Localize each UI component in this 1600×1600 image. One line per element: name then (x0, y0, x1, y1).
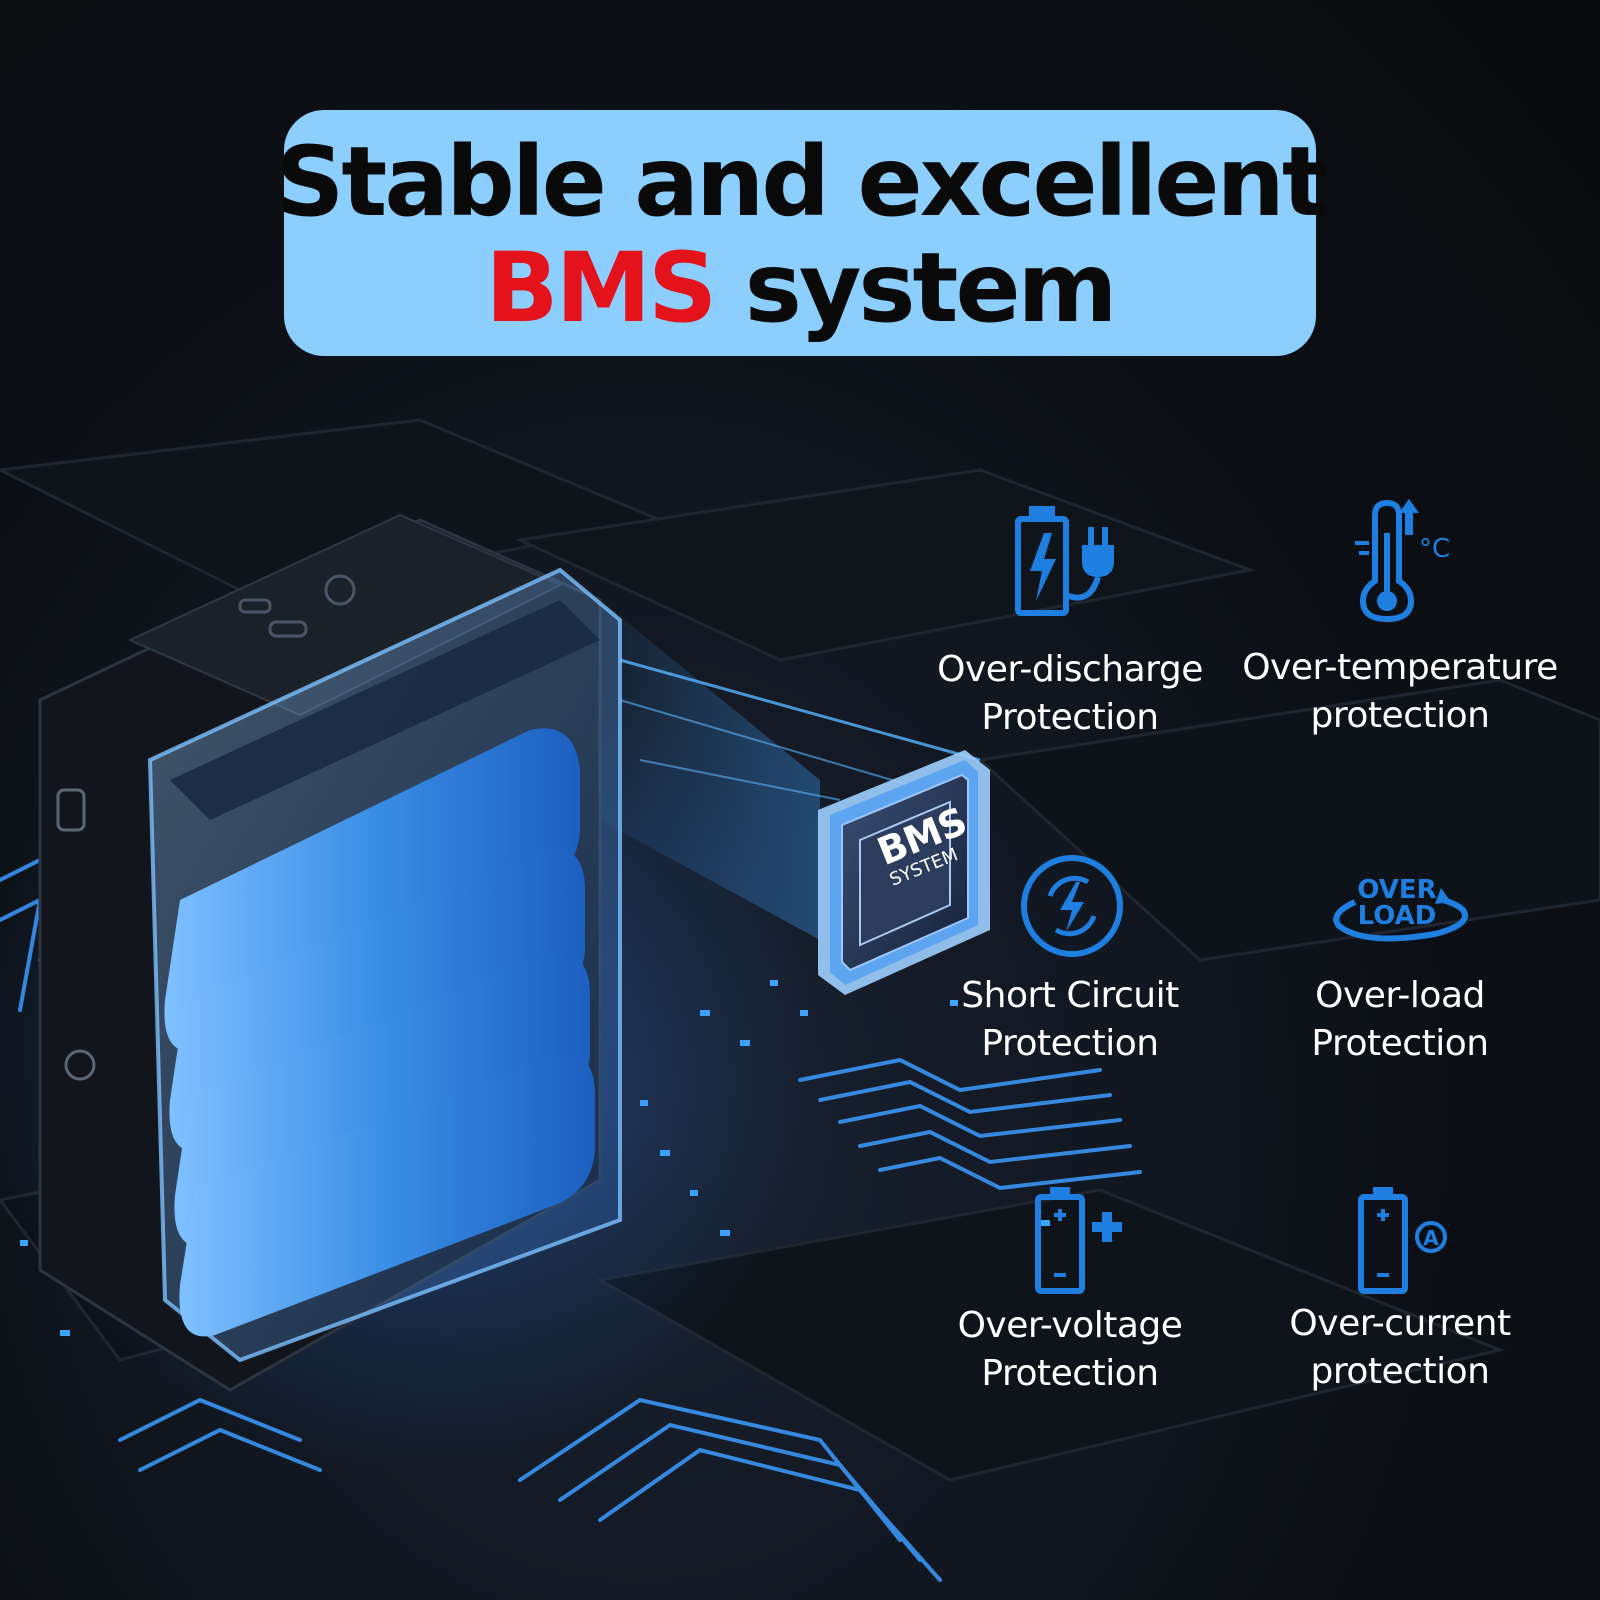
headline-accent: BMS (485, 232, 717, 344)
feature-over-temperature: Over-temperature protection (1230, 644, 1570, 740)
battery-plus-icon (1035, 1187, 1122, 1294)
feature-over-load: Over-load Protection (1230, 972, 1570, 1068)
overload-bottom-label: LOAD (1358, 901, 1437, 931)
feature-over-voltage: Over-voltage Protection (900, 1302, 1240, 1398)
headline-rest: system (714, 232, 1118, 344)
feature-title: Over-voltage (957, 1305, 1183, 1346)
battery-plug-icon (1015, 506, 1114, 616)
current-symbol-label: A (1423, 1226, 1439, 1250)
overload-icon: OVER LOAD (1333, 875, 1468, 942)
feature-subtitle: protection (1310, 695, 1490, 736)
feature-short-circuit: Short Circuit Protection (900, 972, 1240, 1068)
feature-subtitle: Protection (981, 697, 1159, 738)
power-bank (0, 513, 820, 1470)
feature-over-discharge: Over-discharge Protection (900, 646, 1240, 742)
temp-unit-label: °C (1419, 534, 1450, 564)
feature-over-current: Over-current protection (1230, 1300, 1570, 1396)
feature-title: Over-discharge (937, 649, 1203, 690)
feature-subtitle: protection (1310, 1351, 1490, 1392)
feature-title: Short Circuit (961, 975, 1179, 1016)
overload-top-label: OVER (1357, 875, 1436, 905)
bms-chip (818, 750, 990, 995)
feature-title: Over-temperature (1242, 647, 1558, 688)
battery-cells (164, 728, 595, 1337)
feature-subtitle: Protection (1311, 1023, 1489, 1064)
feature-subtitle: Protection (981, 1353, 1159, 1394)
feature-title: Over-load (1315, 975, 1485, 1016)
short-circuit-icon (1021, 855, 1123, 957)
headline-line-2: BMS system (485, 232, 1118, 344)
feature-subtitle: Protection (981, 1023, 1159, 1064)
battery-current-icon: A (1358, 1187, 1447, 1294)
headline-line-1: Stable and excellent (275, 126, 1327, 238)
headline-banner: Stable and excellent BMS system (275, 110, 1328, 356)
thermometer-icon: °C (1355, 499, 1450, 623)
feature-title: Over-current (1289, 1303, 1511, 1344)
